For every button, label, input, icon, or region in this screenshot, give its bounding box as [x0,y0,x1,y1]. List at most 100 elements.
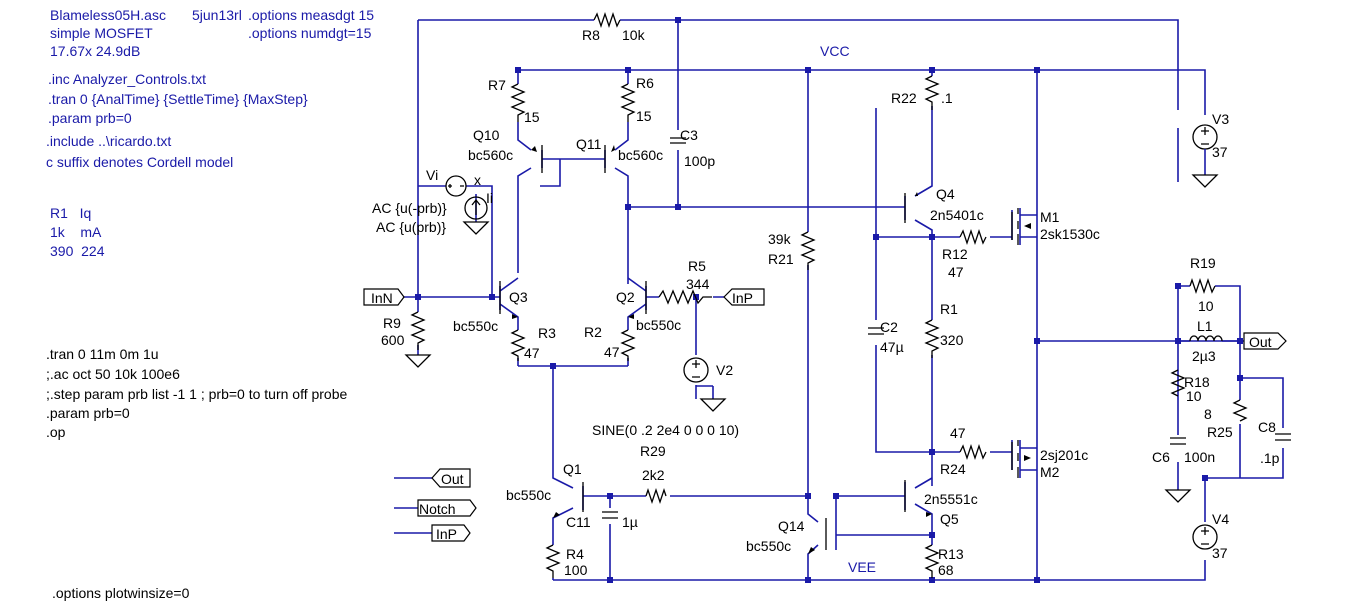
v3-label: V3 [1212,111,1229,127]
r8-symbol[interactable] [593,11,621,29]
q14-model: bc550c [746,538,791,554]
net-vcc: VCC [820,43,850,59]
c11-label: C11 [566,514,591,530]
r7-label: R7 [488,77,506,93]
port-inp2[interactable] [431,524,471,542]
q3-label: Q3 [509,289,528,305]
directive-plotwin: .options plotwinsize=0 [52,585,190,601]
port-out[interactable] [1243,332,1287,350]
q5-model: 2n5551c [924,491,978,507]
q1-label: Q1 [563,461,582,477]
r3-symbol[interactable] [510,329,526,361]
r1-value: 320 [940,332,964,348]
directive-param1: .param prb=0 [48,110,132,126]
r9-label: R9 [383,315,401,331]
q11-label: Q11 [576,136,602,152]
port-inp2-label: InP [436,526,457,542]
r5-label: R5 [688,258,706,274]
ground-icon [1164,489,1192,503]
directive-inc: .inc Analyzer_Controls.txt [48,71,206,87]
x-label: x [474,172,481,188]
r25-symbol[interactable] [1232,399,1248,422]
c8-label: C8 [1258,419,1276,435]
r2-value: 47 [604,344,620,360]
q11-model: bc560c [618,147,663,163]
c6-value: 100n [1184,449,1215,465]
table-header-1: R1 Iq [50,205,91,221]
l1-symbol[interactable] [1189,335,1223,342]
r13-label: R13 [938,546,964,562]
r12-label: R12 [942,246,968,262]
l1-label: L1 [1197,318,1213,334]
r25-label: R25 [1207,424,1233,440]
port-inn-label: InN [371,290,393,306]
q14-label: Q14 [778,518,805,534]
c3-label: C3 [680,127,698,143]
r12-value: 47 [948,264,964,280]
c8-symbol[interactable] [1275,433,1291,441]
r13-value: 68 [938,562,954,578]
vi-symbol[interactable] [445,175,467,197]
ac1-label: AC {u(-prb)} [372,200,447,216]
table-header-2: 1k mA [50,224,102,240]
c11-symbol[interactable] [602,511,618,519]
r2-symbol[interactable] [620,329,636,361]
r12-symbol[interactable] [959,228,987,246]
ground-icon [404,354,432,368]
q4-label: Q4 [936,186,955,202]
c3-symbol[interactable] [670,137,686,144]
r7-value: 15 [524,109,540,125]
directive-op: .op [46,424,66,440]
header-filename: Blameless05H.asc [50,7,166,23]
r21-label: R21 [768,251,794,267]
m1-symbol[interactable] [1011,208,1019,245]
m1-label: M1 [1040,209,1060,225]
r1-symbol[interactable] [924,319,940,358]
r21-symbol[interactable] [800,231,816,270]
v4-label: V4 [1212,511,1229,527]
r2-label: R2 [584,324,602,340]
r3-value: 47 [524,345,540,361]
r29-symbol[interactable] [645,487,667,505]
ii-symbol[interactable] [464,196,488,220]
c2-symbol[interactable] [868,327,884,335]
port-out2[interactable] [431,468,471,488]
l1-value: 2µ3 [1192,348,1216,364]
ii-label: Ii [486,190,493,206]
q2-label: Q2 [616,289,635,305]
v4-symbol[interactable] [1192,524,1218,550]
directive-step: ;.step param prb list -1 1 ; prb=0 to tu… [46,386,348,402]
port-notch[interactable] [417,499,477,517]
r4-symbol[interactable] [545,544,561,578]
r6-symbol[interactable] [620,83,636,122]
q10-model: bc560c [468,147,513,163]
r13-symbol[interactable] [924,544,940,578]
m2-model: 2sj201c [1040,447,1088,463]
header-gain: 17.67x 24.9dB [50,43,140,59]
sine-label: SINE(0 .2 2e4 0 0 0 10) [592,422,739,438]
v3-value: 37 [1212,144,1228,160]
q1-model: bc550c [506,487,551,503]
c8-value: .1p [1260,450,1280,466]
r22-symbol[interactable] [924,75,940,110]
r18-value: 10 [1186,388,1202,404]
r9-value: 600 [381,332,405,348]
port-inp[interactable] [723,288,765,306]
r18-symbol[interactable] [1170,369,1186,397]
header-date: 5jun13rl [192,7,242,23]
r24-symbol[interactable] [959,443,987,461]
q10-label: Q10 [473,127,500,143]
m2-symbol[interactable] [1011,440,1019,478]
r29-label: R29 [640,443,666,459]
r9-symbol[interactable] [410,311,426,350]
v2-symbol[interactable] [683,357,709,383]
c6-symbol[interactable] [1170,437,1186,445]
port-inn[interactable] [363,288,405,306]
c6-label: C6 [1152,449,1170,465]
q2-model: bc550c [636,317,681,333]
r5-symbol[interactable] [658,289,712,305]
r7-symbol[interactable] [510,83,526,122]
ground-icon [699,398,727,412]
r19-symbol[interactable] [1189,277,1216,295]
